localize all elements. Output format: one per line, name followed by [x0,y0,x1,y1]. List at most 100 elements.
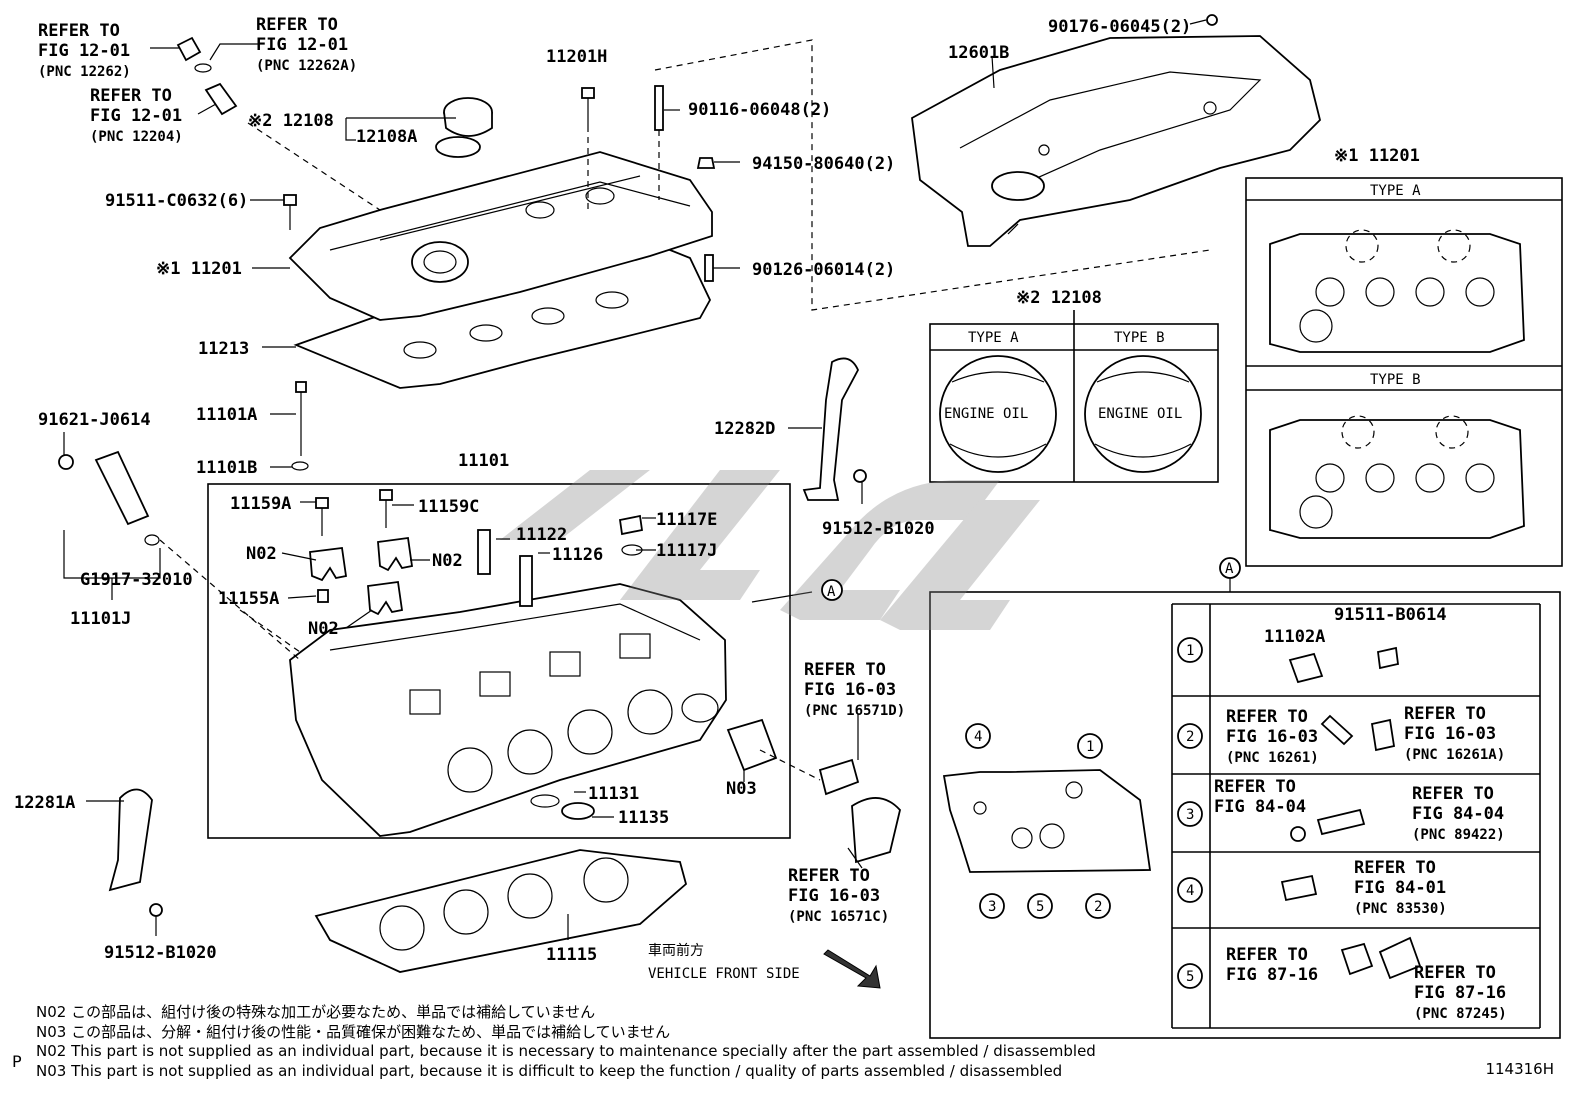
engine-hanger-right-drawing [802,357,867,501]
hose-drawing [818,758,901,864]
view-a-circle-label-5: 5 [1036,899,1044,915]
row-number-circle [1177,801,1203,827]
view-a-circle-3 [979,893,1005,919]
cap-a-engine-oil-text: ENGINE OIL [944,406,1028,422]
view-a-part-icons [1280,646,1422,980]
row1-part-11102a: 11102A [1264,627,1325,647]
row-number-markers [1177,637,1203,989]
callout-p12108a: 12108A [356,127,417,147]
footnotes: N02 この部品は、組付け後の特殊な加工が必要なため、単品では補給していません … [36,1003,1096,1081]
row1-part-91511: 91511-B0614 [1334,605,1447,625]
callout-pn03: N03 [726,779,757,799]
callout-front-jp: 車両前方 [648,942,704,959]
view-a-marker [821,579,843,601]
nut-icon [696,157,716,169]
view-a-table-marker: A [1225,561,1234,577]
callout-p11159c: 11159C [418,497,479,517]
callout-p11122: 11122 [516,525,567,545]
callout-p11101a: 11101A [196,405,257,425]
callout-pn02b: N02 [432,551,463,571]
note-n02-en: N02 This part is not supplied as an indi… [36,1042,1096,1060]
ocv-valve-drawing [58,381,309,546]
row-number-5: 5 [1186,969,1194,985]
callout-p12282d: 12282D [714,419,775,439]
callout-p11135: 11135 [618,808,669,828]
page-mark: P [12,1052,22,1071]
inset-oil-cap-types [929,310,1219,483]
row-number-4: 4 [1186,883,1194,899]
oil-filler-cap-icon [435,97,493,158]
callout-p11101j: 11101J [70,609,131,629]
view-a-circle-label-1: 1 [1086,739,1094,755]
illustration-number: 114316H [1485,1060,1554,1078]
row-number-circle [1177,963,1203,989]
callout-p11201-main: ※1 11201 [156,259,242,279]
note-n03-jp: N03 この部品は、分解・組付け後の性能・品質確保が困難なため、単品では補給して… [36,1022,671,1041]
inset-cover-type-a: TYPE A [1370,183,1421,199]
callout-p11115: 11115 [546,945,597,965]
callout-p11131: 11131 [588,784,639,804]
view-a-circle-4 [965,723,991,749]
row-number-circle [1177,723,1203,749]
callout-p94150: 94150-80640(2) [752,154,895,174]
callout-p12601b: 12601B [948,43,1009,63]
note-n03-en: N03 This part is not supplied as an indi… [36,1061,1063,1080]
callout-p91512-l: 91512-B1020 [104,943,217,963]
view-a-circle-1 [1077,733,1103,759]
callout-p90176: 90176-06045(2) [1048,17,1191,37]
leader-lines [63,19,1207,940]
inset-cover-type-b: TYPE B [1370,372,1421,388]
note-n02-jp: N02 この部品は、組付け後の特殊な加工が必要なため、単品では補給していません [36,1003,596,1021]
vehicle-front-arrow-icon [823,949,881,989]
view-a-circle-label-3: 3 [988,899,996,915]
callout-p11201h: 11201H [546,47,607,67]
pcv-hose-icon [176,36,238,116]
row-number-circle [1177,637,1203,663]
inset-cover-types [1245,177,1563,567]
view-a-circle-markers [965,723,1111,919]
view-a-circle-2 [1085,893,1111,919]
callout-p90126: 90126-06014(2) [752,260,895,280]
callout-view-a: A [827,584,836,600]
callout-p11126: 11126 [552,545,603,565]
callout-p11155a: 11155A [218,589,279,609]
bolt-icon [581,87,595,126]
callout-p11117e: 11117E [656,510,717,530]
cap-b-engine-oil-text: ENGINE OIL [1098,406,1182,422]
inset-oil-cap-type-b: TYPE B [1114,330,1165,346]
engine-hanger-left-drawing [108,788,163,917]
inset-cover-title: ※1 11201 [1334,146,1420,166]
head-gasket-drawing [314,849,688,973]
view-a-frame [929,591,1561,1039]
cylinder-head-drawing [289,489,778,837]
callout-p11101: 11101 [458,451,509,471]
callout-p12108: ※2 12108 [248,111,334,131]
callout-p11117j: 11117J [656,541,717,561]
callout-pn02a: N02 [246,544,277,564]
callout-p11159a: 11159A [230,494,291,514]
callout-p12281a: 12281A [14,793,75,813]
row-number-circle [1177,877,1203,903]
callout-front-en: VEHICLE FRONT SIDE [648,966,800,982]
callout-p11213: 11213 [198,339,249,359]
view-a-circle-label-4: 4 [974,729,982,745]
row-number-2: 2 [1186,729,1194,745]
callout-p11101b: 11101B [196,458,257,478]
inset-oil-cap-title: ※2 12108 [1016,288,1102,308]
row-number-3: 3 [1186,807,1194,823]
cylinder-head-cover-drawing [176,36,716,389]
bolt-icon [283,194,297,230]
row-number-1: 1 [1186,643,1194,659]
